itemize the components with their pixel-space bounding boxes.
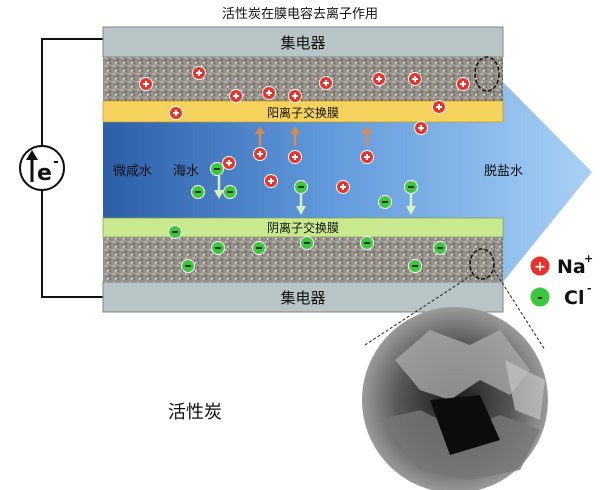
cation-exchange-membrane bbox=[102, 100, 504, 123]
chloride-ion-icon bbox=[210, 162, 224, 176]
chloride-ion-icon bbox=[529, 286, 551, 308]
diagram-title: 活性炭在膜电容去离子作用 bbox=[222, 6, 378, 22]
activated-carbon-label: 活性炭 bbox=[168, 402, 222, 423]
chloride-ion-icon bbox=[378, 195, 392, 209]
chloride-ion-icon bbox=[168, 225, 182, 239]
sodium-ion-icon bbox=[319, 76, 333, 90]
chloride-ion-icon bbox=[223, 185, 237, 199]
chloride-ion-icon bbox=[433, 241, 447, 255]
sodium-ion-icon bbox=[360, 150, 374, 164]
activated-carbon-top bbox=[103, 57, 503, 101]
chloride-ion-icon bbox=[211, 241, 225, 255]
magnify-circle-top bbox=[474, 56, 500, 92]
magnification-lines bbox=[364, 269, 546, 351]
anion-membrane-label: 阴离子交换膜 bbox=[267, 220, 339, 235]
sem-image-activated-carbon bbox=[362, 307, 548, 490]
seawater-label: 海水 bbox=[173, 164, 199, 179]
legend-na-label: Na bbox=[557, 256, 586, 278]
sodium-ion-icon bbox=[264, 174, 278, 188]
sodium-ion-icon bbox=[456, 77, 470, 91]
legend-cl-label: Cl bbox=[564, 287, 584, 309]
collector-bottom bbox=[102, 281, 504, 313]
sodium-ion-icon bbox=[372, 72, 386, 86]
ions bbox=[139, 66, 470, 273]
electron-source-icon: e - bbox=[19, 145, 65, 191]
legend: + Na + - Cl - bbox=[529, 252, 593, 309]
legend-cl-charge: - bbox=[587, 282, 592, 295]
desalinated-water-label: 脱盐水 bbox=[484, 164, 523, 179]
sodium-ion-icon bbox=[169, 106, 183, 120]
chloride-ion-icon bbox=[404, 180, 418, 194]
cation-migration-arrows bbox=[255, 126, 372, 146]
chloride-ion-icon bbox=[300, 236, 314, 250]
chloride-ion-icon bbox=[191, 185, 205, 199]
collector-bottom-label: 集电器 bbox=[280, 289, 325, 307]
sodium-ion-icon bbox=[262, 86, 276, 100]
legend-na: + Na + bbox=[529, 252, 593, 278]
sodium-ion-icon bbox=[192, 66, 206, 80]
legend-cl-symbol: - bbox=[537, 290, 543, 306]
collector-top-label: 集电器 bbox=[280, 34, 325, 52]
chloride-ion-icon bbox=[408, 259, 422, 273]
sodium-ion-icon bbox=[414, 121, 428, 135]
sodium-ion-icon bbox=[408, 72, 422, 86]
sodium-ion-icon bbox=[336, 180, 350, 194]
chloride-ion-icon bbox=[294, 180, 308, 194]
sodium-ion-icon bbox=[229, 89, 243, 103]
sodium-ion-icon bbox=[253, 147, 267, 161]
brackish-water-label: 微咸水 bbox=[113, 164, 152, 179]
cation-membrane-label: 阳离子交换膜 bbox=[267, 105, 339, 120]
electron-charge: - bbox=[53, 154, 59, 170]
chloride-ion-icon bbox=[252, 241, 266, 255]
sodium-ion-icon bbox=[432, 100, 446, 114]
chloride-ion-icon bbox=[360, 236, 374, 250]
anion-migration-arrows bbox=[214, 176, 416, 215]
sodium-ion-icon bbox=[288, 150, 302, 164]
legend-na-symbol: + bbox=[534, 259, 546, 275]
sodium-ion-icon bbox=[288, 89, 302, 103]
legend-na-charge: + bbox=[584, 252, 593, 265]
collector-top bbox=[102, 26, 504, 58]
sodium-ion-icon bbox=[222, 156, 236, 170]
magnify-circle-bottom bbox=[469, 248, 495, 280]
external-circuit bbox=[41, 38, 103, 298]
sodium-ion-icon bbox=[139, 77, 153, 91]
sodium-ion-icon bbox=[529, 255, 551, 277]
electron-label: e bbox=[37, 161, 52, 186]
chloride-ion-icon bbox=[181, 259, 195, 273]
legend-cl: - Cl - bbox=[529, 282, 592, 309]
